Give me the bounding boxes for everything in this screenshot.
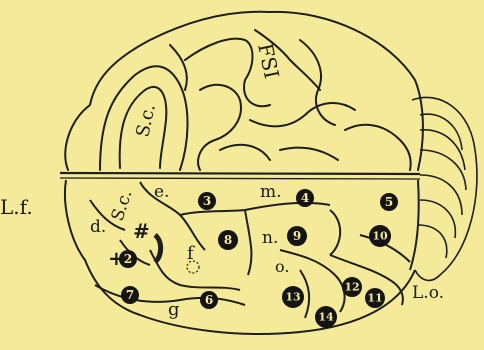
svg-text:13: 13 <box>285 291 300 304</box>
svg-text:14: 14 <box>318 311 334 324</box>
svg-text:2: 2 <box>124 252 132 266</box>
svg-text:6: 6 <box>205 293 213 307</box>
cerebellum-outline <box>412 97 477 280</box>
label-hash: # <box>133 219 150 243</box>
svg-text:12: 12 <box>344 281 359 294</box>
label-e: e. <box>154 182 169 202</box>
label-fsi: FSI <box>253 41 284 81</box>
svg-text:11: 11 <box>367 292 382 305</box>
marker-5: 5 <box>380 193 398 211</box>
marker-9: 9 <box>287 226 307 246</box>
label-o: o. <box>275 257 289 276</box>
upper-hemisphere-outline <box>65 12 423 170</box>
label-lf: L.f. <box>0 195 33 219</box>
marker-10: 10 <box>369 225 391 247</box>
marker-3: 3 <box>198 192 216 210</box>
marker-13: 13 <box>282 286 304 308</box>
marker-11: 11 <box>365 288 385 308</box>
midline <box>60 173 420 179</box>
label-sc-upper: S.c. <box>132 102 159 139</box>
label-m: m. <box>260 182 282 202</box>
marker-7: 7 <box>121 286 139 304</box>
svg-text:9: 9 <box>293 229 301 243</box>
svg-text:4: 4 <box>301 191 309 205</box>
marker-12: 12 <box>342 277 362 297</box>
marker-14: 14 <box>315 306 337 328</box>
label-n: n. <box>262 228 278 248</box>
marker-8: 8 <box>218 230 238 250</box>
svg-text:8: 8 <box>224 233 232 247</box>
svg-text:3: 3 <box>203 194 211 208</box>
shaded-sulcus <box>155 235 161 262</box>
svg-text:7: 7 <box>126 288 134 302</box>
svg-text:10: 10 <box>372 230 388 243</box>
label-g: g <box>168 299 180 320</box>
marker-2: 2 <box>119 250 137 268</box>
label-lo: L.o. <box>412 283 444 303</box>
marker-6: 6 <box>200 291 218 309</box>
svg-text:5: 5 <box>385 195 393 209</box>
label-d: d. <box>90 217 106 237</box>
marker-4: 4 <box>296 189 314 207</box>
